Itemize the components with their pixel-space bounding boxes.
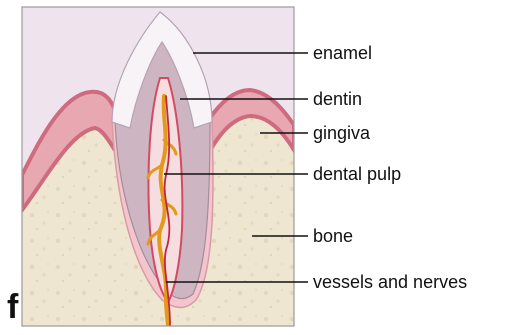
label-dental-pulp: dental pulp (313, 164, 401, 184)
label-dentin: dentin (313, 89, 362, 109)
label-enamel: enamel (313, 43, 372, 63)
label-bone: bone (313, 226, 353, 246)
panel-letter: f (7, 290, 18, 324)
label-gingiva: gingiva (313, 123, 371, 143)
label-vessels-and-nerves: vessels and nerves (313, 272, 467, 292)
